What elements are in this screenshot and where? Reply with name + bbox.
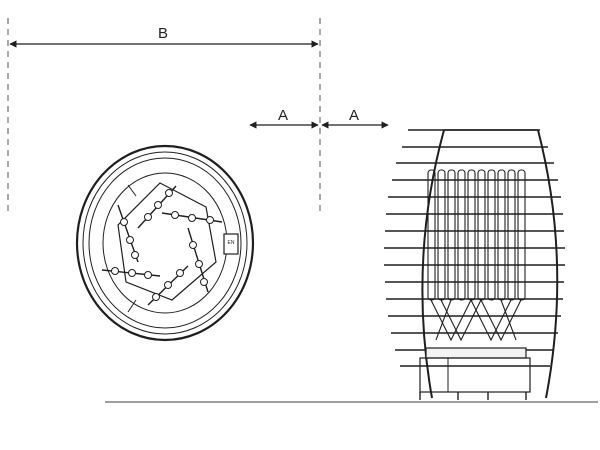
side-view-control-box (419, 357, 531, 393)
side-view-element-bends (430, 299, 522, 342)
top-view-mount-tab-2 (127, 299, 137, 313)
dimension-a-left: A (249, 107, 319, 129)
tube (447, 169, 456, 301)
top-view-element-beads (111, 189, 214, 301)
tube (487, 169, 496, 301)
bead (152, 293, 160, 301)
bead (154, 201, 162, 209)
tube (437, 169, 446, 301)
top-view-outer-ring (75, 144, 255, 342)
bead (120, 218, 128, 226)
bead (144, 271, 152, 279)
bead (144, 213, 152, 221)
tube (477, 169, 486, 301)
bend (440, 299, 482, 342)
bead (176, 269, 184, 277)
top-view-ring-3 (88, 157, 242, 329)
bend (480, 299, 522, 342)
bend (470, 299, 512, 342)
top-view-heating-elements (101, 185, 223, 306)
bead (206, 216, 214, 224)
top-view-hexagon-frame (117, 182, 217, 301)
dimension-a-left-label: A (278, 107, 288, 124)
tube (497, 169, 506, 301)
bead (195, 260, 203, 268)
side-view-base-plate (425, 347, 527, 359)
bead (128, 269, 136, 277)
bend (435, 299, 452, 341)
bead (111, 267, 119, 275)
side-view-element-tubes (427, 169, 526, 301)
top-view-inner-ring (102, 172, 228, 314)
bead (171, 211, 179, 219)
dimension-b-label: B (158, 25, 168, 42)
bead (131, 251, 139, 259)
top-view-ring-2 (82, 151, 248, 335)
heater-top-view: EN (75, 144, 255, 342)
top-view-mount-tab-1 (127, 184, 137, 197)
tube (507, 169, 516, 301)
heater-side-view (384, 129, 565, 400)
bead (189, 241, 197, 249)
bead (165, 189, 173, 197)
top-view-junction-box (223, 233, 239, 255)
dimension-a-right: A (321, 107, 389, 129)
tube (517, 169, 526, 301)
bead (188, 214, 196, 222)
dimension-b: B (9, 25, 319, 48)
side-view-barrel-right (537, 129, 559, 399)
bead (200, 278, 208, 286)
bend (430, 299, 472, 342)
side-view-legs (419, 392, 527, 400)
tube (457, 169, 466, 301)
bead (164, 281, 172, 289)
tube (467, 169, 476, 301)
bend (500, 299, 517, 341)
top-view-junction-label: EN (228, 240, 235, 246)
dimension-a-right-label: A (349, 107, 359, 124)
bead (126, 236, 134, 244)
